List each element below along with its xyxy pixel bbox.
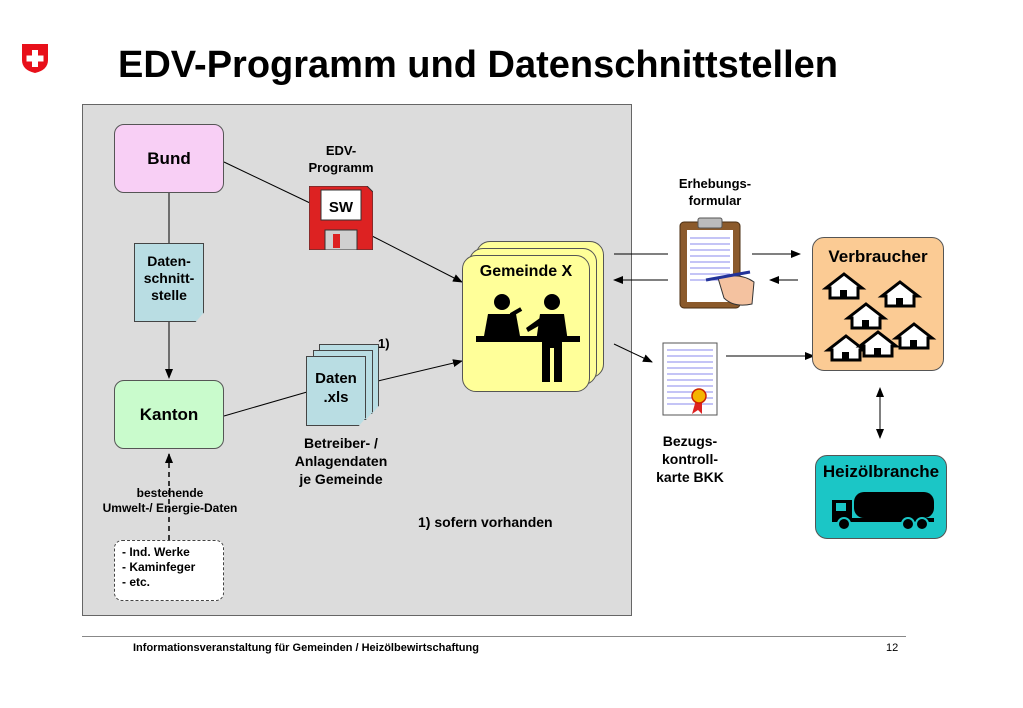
bund-label: Bund — [147, 148, 191, 168]
bkk-line-1: Bezugs- — [662, 433, 718, 449]
floppy-disk-icon — [308, 185, 374, 255]
heizoelbranche-label: Heizölbranche — [822, 462, 940, 481]
daten-line-1: Daten — [315, 370, 357, 387]
sofern-note: 1) sofern vorhanden — [418, 514, 553, 530]
gemeinde-label: Gemeinde X — [479, 263, 573, 280]
verbraucher-label: Verbraucher — [828, 247, 928, 266]
footer-text: Informationsveranstaltung für Gemeinden … — [133, 642, 479, 654]
truck-icon — [832, 486, 936, 537]
houses-group — [821, 268, 938, 369]
daten-line-2: .xls — [323, 389, 349, 406]
betreiber-line-3: je Gemeinde — [299, 471, 383, 487]
edv-line-1: EDV- — [325, 143, 357, 158]
sources-box — [114, 540, 224, 601]
erhebung-line-2: formular — [688, 193, 742, 208]
daten-xls-label: Daten .xls — [306, 369, 366, 407]
datenschnittstelle-document — [134, 243, 204, 322]
erhebung-line-1: Erhebungs- — [678, 176, 752, 191]
swiss-cross-icon — [20, 42, 50, 79]
schnittstelle-line-2: schnitt- — [143, 270, 195, 286]
source-item: - etc. — [122, 575, 151, 589]
clipboard-icon — [678, 216, 758, 321]
sw-label: SW — [328, 199, 354, 216]
people-counter-icon — [476, 292, 580, 389]
footer-divider — [82, 636, 906, 637]
gemeinde-node — [462, 255, 590, 392]
sources-list: - Ind. Werke - Kaminfeger - etc. — [122, 545, 195, 590]
footnote-marker: 1) — [378, 336, 390, 351]
certificate-icon — [662, 342, 718, 421]
edv-line-2: Programm — [308, 160, 374, 175]
page-number: 12 — [886, 642, 899, 654]
kanton-node: Kanton — [114, 380, 224, 449]
bestehende-line-1: bestehende — [136, 486, 204, 500]
bestehende-daten-label: bestehende Umwelt-/ Energie-Daten — [90, 486, 250, 516]
edv-programm-label: EDV- Programm — [296, 142, 386, 176]
kanton-label: Kanton — [139, 404, 199, 424]
betreiber-line-1: Betreiber- / — [304, 435, 378, 451]
betreiber-label: Betreiber- / Anlagendaten je Gemeinde — [276, 434, 406, 488]
bkk-line-3: karte BKK — [656, 469, 724, 485]
erhebungsformular-label: Erhebungs- formular — [660, 175, 770, 209]
datenschnittstelle-label: Daten- schnitt- stelle — [134, 253, 204, 304]
bkk-line-2: kontroll- — [662, 451, 718, 467]
source-item: - Ind. Werke — [122, 545, 190, 559]
source-item: - Kaminfeger — [122, 560, 196, 574]
schnittstelle-line-1: Daten- — [147, 253, 191, 269]
daten-xls-document — [306, 356, 366, 426]
bund-node: Bund — [114, 124, 224, 193]
bkk-label: Bezugs- kontroll- karte BKK — [640, 432, 740, 486]
bestehende-line-2: Umwelt-/ Energie-Daten — [102, 501, 238, 515]
page-title: EDV-Programm und Datenschnittstellen — [118, 44, 839, 86]
betreiber-line-2: Anlagendaten — [294, 453, 388, 469]
house-icon — [821, 272, 867, 300]
schnittstelle-line-3: stelle — [151, 287, 187, 303]
